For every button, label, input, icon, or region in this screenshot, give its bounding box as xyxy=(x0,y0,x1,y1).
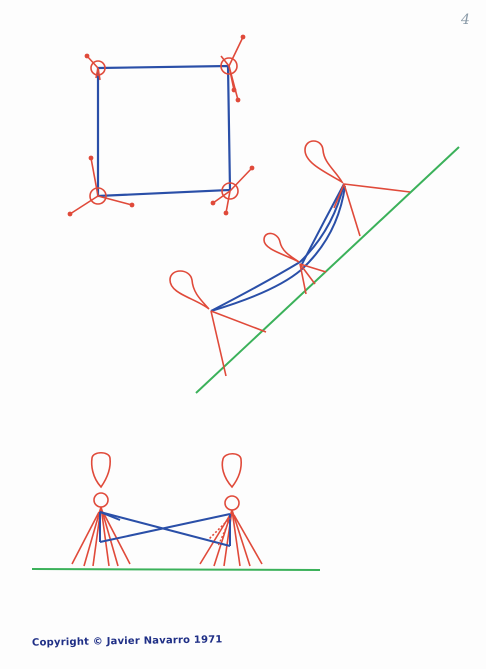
crossed-tie-lines xyxy=(100,512,230,546)
standing-figure-right xyxy=(200,454,262,566)
slope-figure-upper-head xyxy=(305,141,342,182)
standing-figure-left xyxy=(72,453,130,566)
square-tie-lines xyxy=(98,66,230,196)
flat-ground-line xyxy=(32,569,320,570)
slope-diagram xyxy=(170,141,459,393)
standing-figures-diagram xyxy=(32,453,320,570)
slope-figure-middle-head xyxy=(264,233,299,262)
slope-tie-lines xyxy=(211,184,345,311)
slope-figure-lower-head xyxy=(170,271,209,309)
slope-ground-line xyxy=(196,147,459,393)
slope-figures xyxy=(170,141,410,376)
square-formation-diagram xyxy=(68,35,255,217)
